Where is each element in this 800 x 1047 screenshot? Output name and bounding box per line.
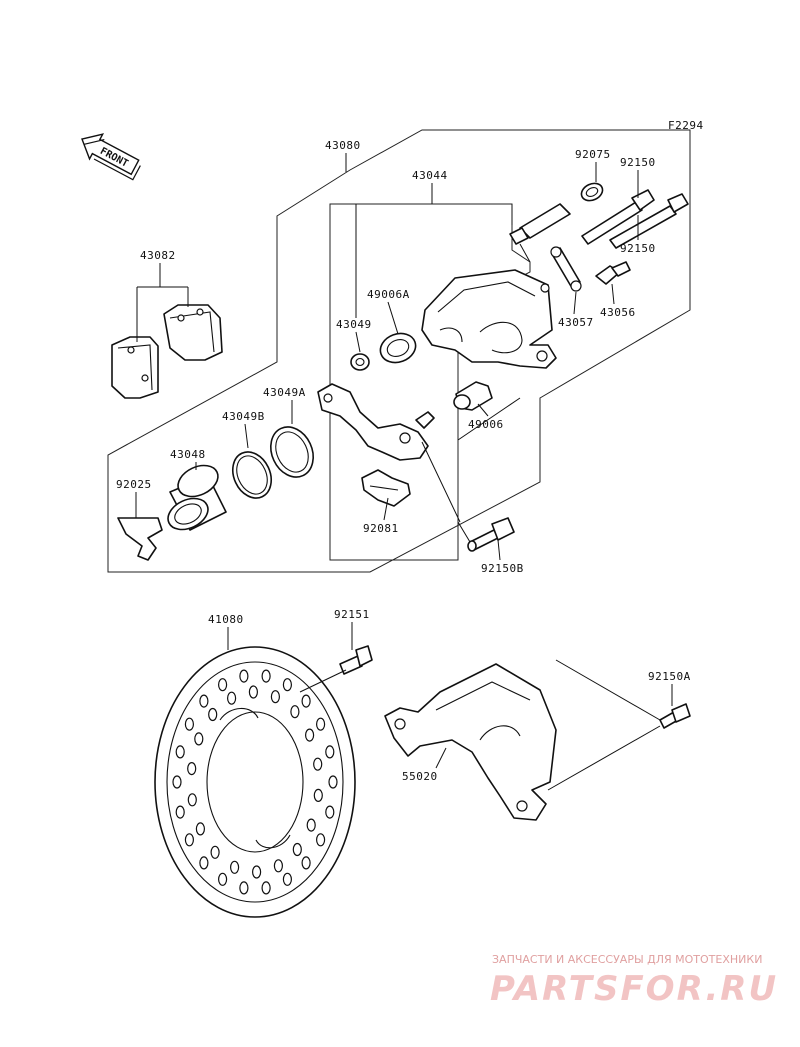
piston-43048 (167, 464, 227, 531)
disc-hole (325, 805, 335, 819)
disc-hole (316, 833, 326, 847)
part-label-43048: 43048 (170, 448, 206, 461)
bolt-92151 (339, 645, 373, 675)
piston-seal-43049B (231, 451, 273, 499)
disc-hole (227, 691, 237, 705)
disc-hole (195, 822, 205, 836)
slide-pin-49006 (453, 381, 493, 411)
disc-hole (305, 728, 315, 742)
disc-hole (175, 745, 185, 759)
bleeder-valve (509, 203, 571, 245)
disc-hole (218, 872, 228, 886)
assembly-frame-43044 (329, 203, 531, 561)
part-label-92075: 92075 (575, 148, 611, 161)
disc-hole (301, 856, 311, 870)
part-label-92150-upper: 92150 (620, 156, 656, 169)
watermark-brand: PARTSFOR.RU (490, 969, 778, 1009)
disc-hole (187, 793, 197, 807)
disc-hole (282, 872, 292, 886)
disc-hole (199, 694, 209, 708)
part-label-43056: 43056 (600, 306, 636, 319)
disc-hole (194, 732, 204, 746)
disc-hole (184, 717, 194, 731)
part-label-43082: 43082 (140, 249, 176, 262)
part-label-43049A: 43049A (263, 386, 306, 399)
disc-hole (306, 818, 316, 832)
brake-disc-41080 (154, 646, 356, 918)
disc-hole (261, 881, 271, 895)
disc-hole (175, 805, 185, 819)
disc-hole (172, 775, 182, 789)
part-label-49006: 49006 (468, 418, 504, 431)
part-label-55020: 55020 (402, 770, 438, 783)
disc-hole (218, 678, 228, 692)
disc-hole (328, 775, 338, 789)
disc-hole (282, 678, 292, 692)
disc-hole (184, 833, 194, 847)
disc-hole (230, 860, 240, 874)
part-label-92025: 92025 (116, 478, 152, 491)
disc-hole (199, 856, 209, 870)
bleeder-cap-92075 (580, 182, 604, 202)
figure-code: F2294 (668, 119, 704, 132)
part-label-43044: 43044 (412, 169, 448, 182)
part-label-92150-lower: 92150 (620, 242, 656, 255)
disc-hole (239, 881, 249, 895)
washer-43049 (350, 353, 370, 371)
assembly-frame-43080 (107, 129, 691, 573)
part-labels: 43080 43044 92075 92150 92150 43082 4900… (116, 139, 691, 783)
disc-hole (252, 865, 262, 879)
disc-hole (292, 842, 302, 857)
part-label-92150B: 92150B (481, 562, 524, 575)
part-label-92151: 92151 (334, 608, 370, 621)
disc-holes (172, 669, 338, 895)
part-label-41080: 41080 (208, 613, 244, 626)
disc-hole (270, 690, 280, 704)
pad-spring-92025 (117, 517, 163, 561)
part-label-92081: 92081 (363, 522, 399, 535)
part-label-92150A: 92150A (648, 670, 691, 683)
front-arrow-icon: FRONT (81, 133, 141, 181)
disc-hole (301, 694, 311, 708)
link-43057 (550, 246, 582, 292)
part-label-43057: 43057 (558, 316, 594, 329)
pad-clip-92081 (361, 469, 411, 507)
bolt-92150A (659, 703, 691, 729)
disc-hole (290, 705, 300, 719)
caliper-body-43044 (421, 269, 557, 369)
part-label-49006A: 49006A (367, 288, 410, 301)
fitting-43056 (595, 261, 631, 285)
disc-hole (313, 757, 323, 771)
brake-pads-43082 (111, 304, 223, 399)
dust-seal-43049A (270, 426, 314, 478)
disc-hole (210, 845, 220, 859)
part-label-43049B: 43049B (222, 410, 265, 423)
bolt-92150B (467, 517, 515, 552)
leader-lines (135, 153, 673, 791)
disc-hole (187, 761, 197, 776)
disc-hole (316, 717, 326, 731)
part-label-43080: 43080 (325, 139, 361, 152)
disc-hole (208, 707, 218, 722)
caliper-holder-55020 (384, 663, 557, 821)
disc-hole (313, 788, 323, 803)
disc-hole (261, 669, 271, 683)
watermark: ЗАПЧАСТИ И АКСЕССУАРЫ ДЛЯ МОТОТЕХНИКИ PA… (490, 953, 778, 1009)
disc-hole (239, 669, 249, 683)
part-label-43049: 43049 (336, 318, 372, 331)
disc-hole (325, 745, 335, 759)
disc-hole (248, 685, 258, 699)
caliper-bracket (317, 383, 435, 461)
pin-92150-lower (609, 193, 689, 249)
watermark-subtitle: ЗАПЧАСТИ И АКСЕССУАРЫ ДЛЯ МОТОТЕХНИКИ (492, 953, 762, 966)
boot-49006A (379, 332, 417, 364)
pin-92150-upper (581, 189, 655, 245)
disc-hole (273, 859, 283, 873)
